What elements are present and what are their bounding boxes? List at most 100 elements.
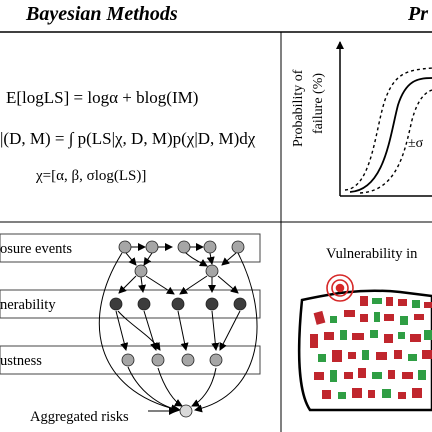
building: [372, 298, 382, 304]
building: [324, 332, 334, 340]
building: [376, 352, 387, 360]
building: [330, 316, 337, 323]
edge: [211, 310, 220, 351]
fragility-ylabel-line1: Probability of: [291, 69, 306, 147]
label-aggregated-risks: Aggregated risks: [30, 409, 129, 425]
fragility-plot: Probability of failure (%) ±σ: [291, 41, 432, 197]
node-exposure: [118, 240, 132, 254]
equation-expected-log: E[logLS] = logα + blog(IM): [6, 88, 198, 107]
node-intermediate: [134, 264, 148, 278]
edge: [219, 310, 241, 351]
building: [410, 334, 421, 342]
node-exposure: [145, 240, 159, 254]
row-label-vulnerability: nerability: [0, 297, 56, 313]
building: [314, 372, 324, 380]
node-exposure: [177, 240, 191, 254]
building: [418, 370, 426, 380]
edge: [177, 310, 189, 351]
building: [398, 299, 407, 306]
edge: [118, 275, 137, 294]
building: [372, 372, 382, 379]
edge: [157, 367, 183, 407]
map-title: Vulnerability in: [326, 246, 418, 262]
node-robustness: [151, 353, 165, 367]
building: [330, 370, 337, 382]
building: [374, 312, 380, 322]
edge: [217, 275, 239, 294]
building: [394, 350, 402, 359]
node-exposure: [203, 240, 217, 254]
building: [424, 330, 432, 340]
node-robustness: [121, 353, 135, 367]
fragility-ylabel-line2: failure (%): [311, 73, 326, 134]
edge: [117, 310, 161, 351]
building: [322, 390, 331, 399]
edge: [138, 276, 147, 293]
building: [370, 330, 378, 338]
building: [313, 310, 326, 325]
building: [360, 296, 368, 306]
edge: [221, 252, 237, 266]
building: [424, 302, 432, 308]
building: [340, 330, 347, 340]
edge: [179, 275, 208, 295]
network-edges: [98, 243, 258, 415]
building: [398, 332, 405, 339]
building: [338, 392, 346, 399]
node-intermediate: [205, 264, 219, 278]
edge: [98, 252, 179, 413]
node-vulnerability: [205, 297, 219, 311]
edge: [115, 310, 129, 351]
node-robustness: [181, 353, 195, 367]
edge: [194, 252, 258, 413]
row-box-robustness: [0, 345, 261, 375]
edge: [206, 252, 215, 265]
building: [368, 390, 375, 398]
header-right-truncated: Pr: [407, 3, 428, 25]
edge: [143, 310, 158, 351]
building: [408, 354, 417, 361]
building: [388, 370, 395, 379]
node-vulnerability: [109, 297, 123, 311]
row-box-vulnerability: [0, 289, 261, 319]
row-label-robustness: ustness: [0, 353, 42, 369]
building: [384, 334, 393, 343]
building: [384, 314, 394, 321]
fragility-curve-upper: [344, 67, 432, 191]
building: [422, 350, 432, 359]
fragility-curve-lower: [359, 89, 432, 194]
epicenter-icon: [326, 274, 354, 302]
building: [332, 350, 342, 362]
building: [398, 392, 406, 399]
edge: [127, 366, 181, 414]
building: [310, 334, 318, 348]
building: [360, 314, 368, 322]
building: [382, 389, 391, 398]
building: [348, 352, 356, 359]
building: [352, 388, 362, 398]
edge: [125, 252, 137, 266]
building: [352, 333, 364, 340]
row-label-exposure: osure events: [0, 241, 72, 257]
building: [344, 310, 355, 317]
node-robustness: [209, 353, 223, 367]
edge: [143, 252, 153, 266]
building: [318, 354, 326, 362]
building: [412, 388, 422, 398]
equation-parameters: χ=[α, β, σlog(LS)]: [35, 168, 146, 184]
fragility-curve-median: [349, 77, 432, 193]
building: [358, 368, 366, 378]
node-exposure: [231, 240, 245, 254]
node-vulnerability: [171, 297, 185, 311]
building: [362, 350, 369, 360]
fragility-sigma-label: ±σ: [408, 136, 424, 151]
node-vulnerability: [233, 297, 247, 311]
building: [414, 314, 424, 320]
edge: [145, 275, 175, 295]
network-nodes: [109, 240, 247, 418]
equation-integral: |(D, M) = ∫ p(LS|χ, D, M)p(χ|D, M)dχ: [0, 129, 256, 149]
map-buildings: [310, 296, 432, 399]
vulnerability-map: Vulnerability in: [297, 246, 432, 412]
